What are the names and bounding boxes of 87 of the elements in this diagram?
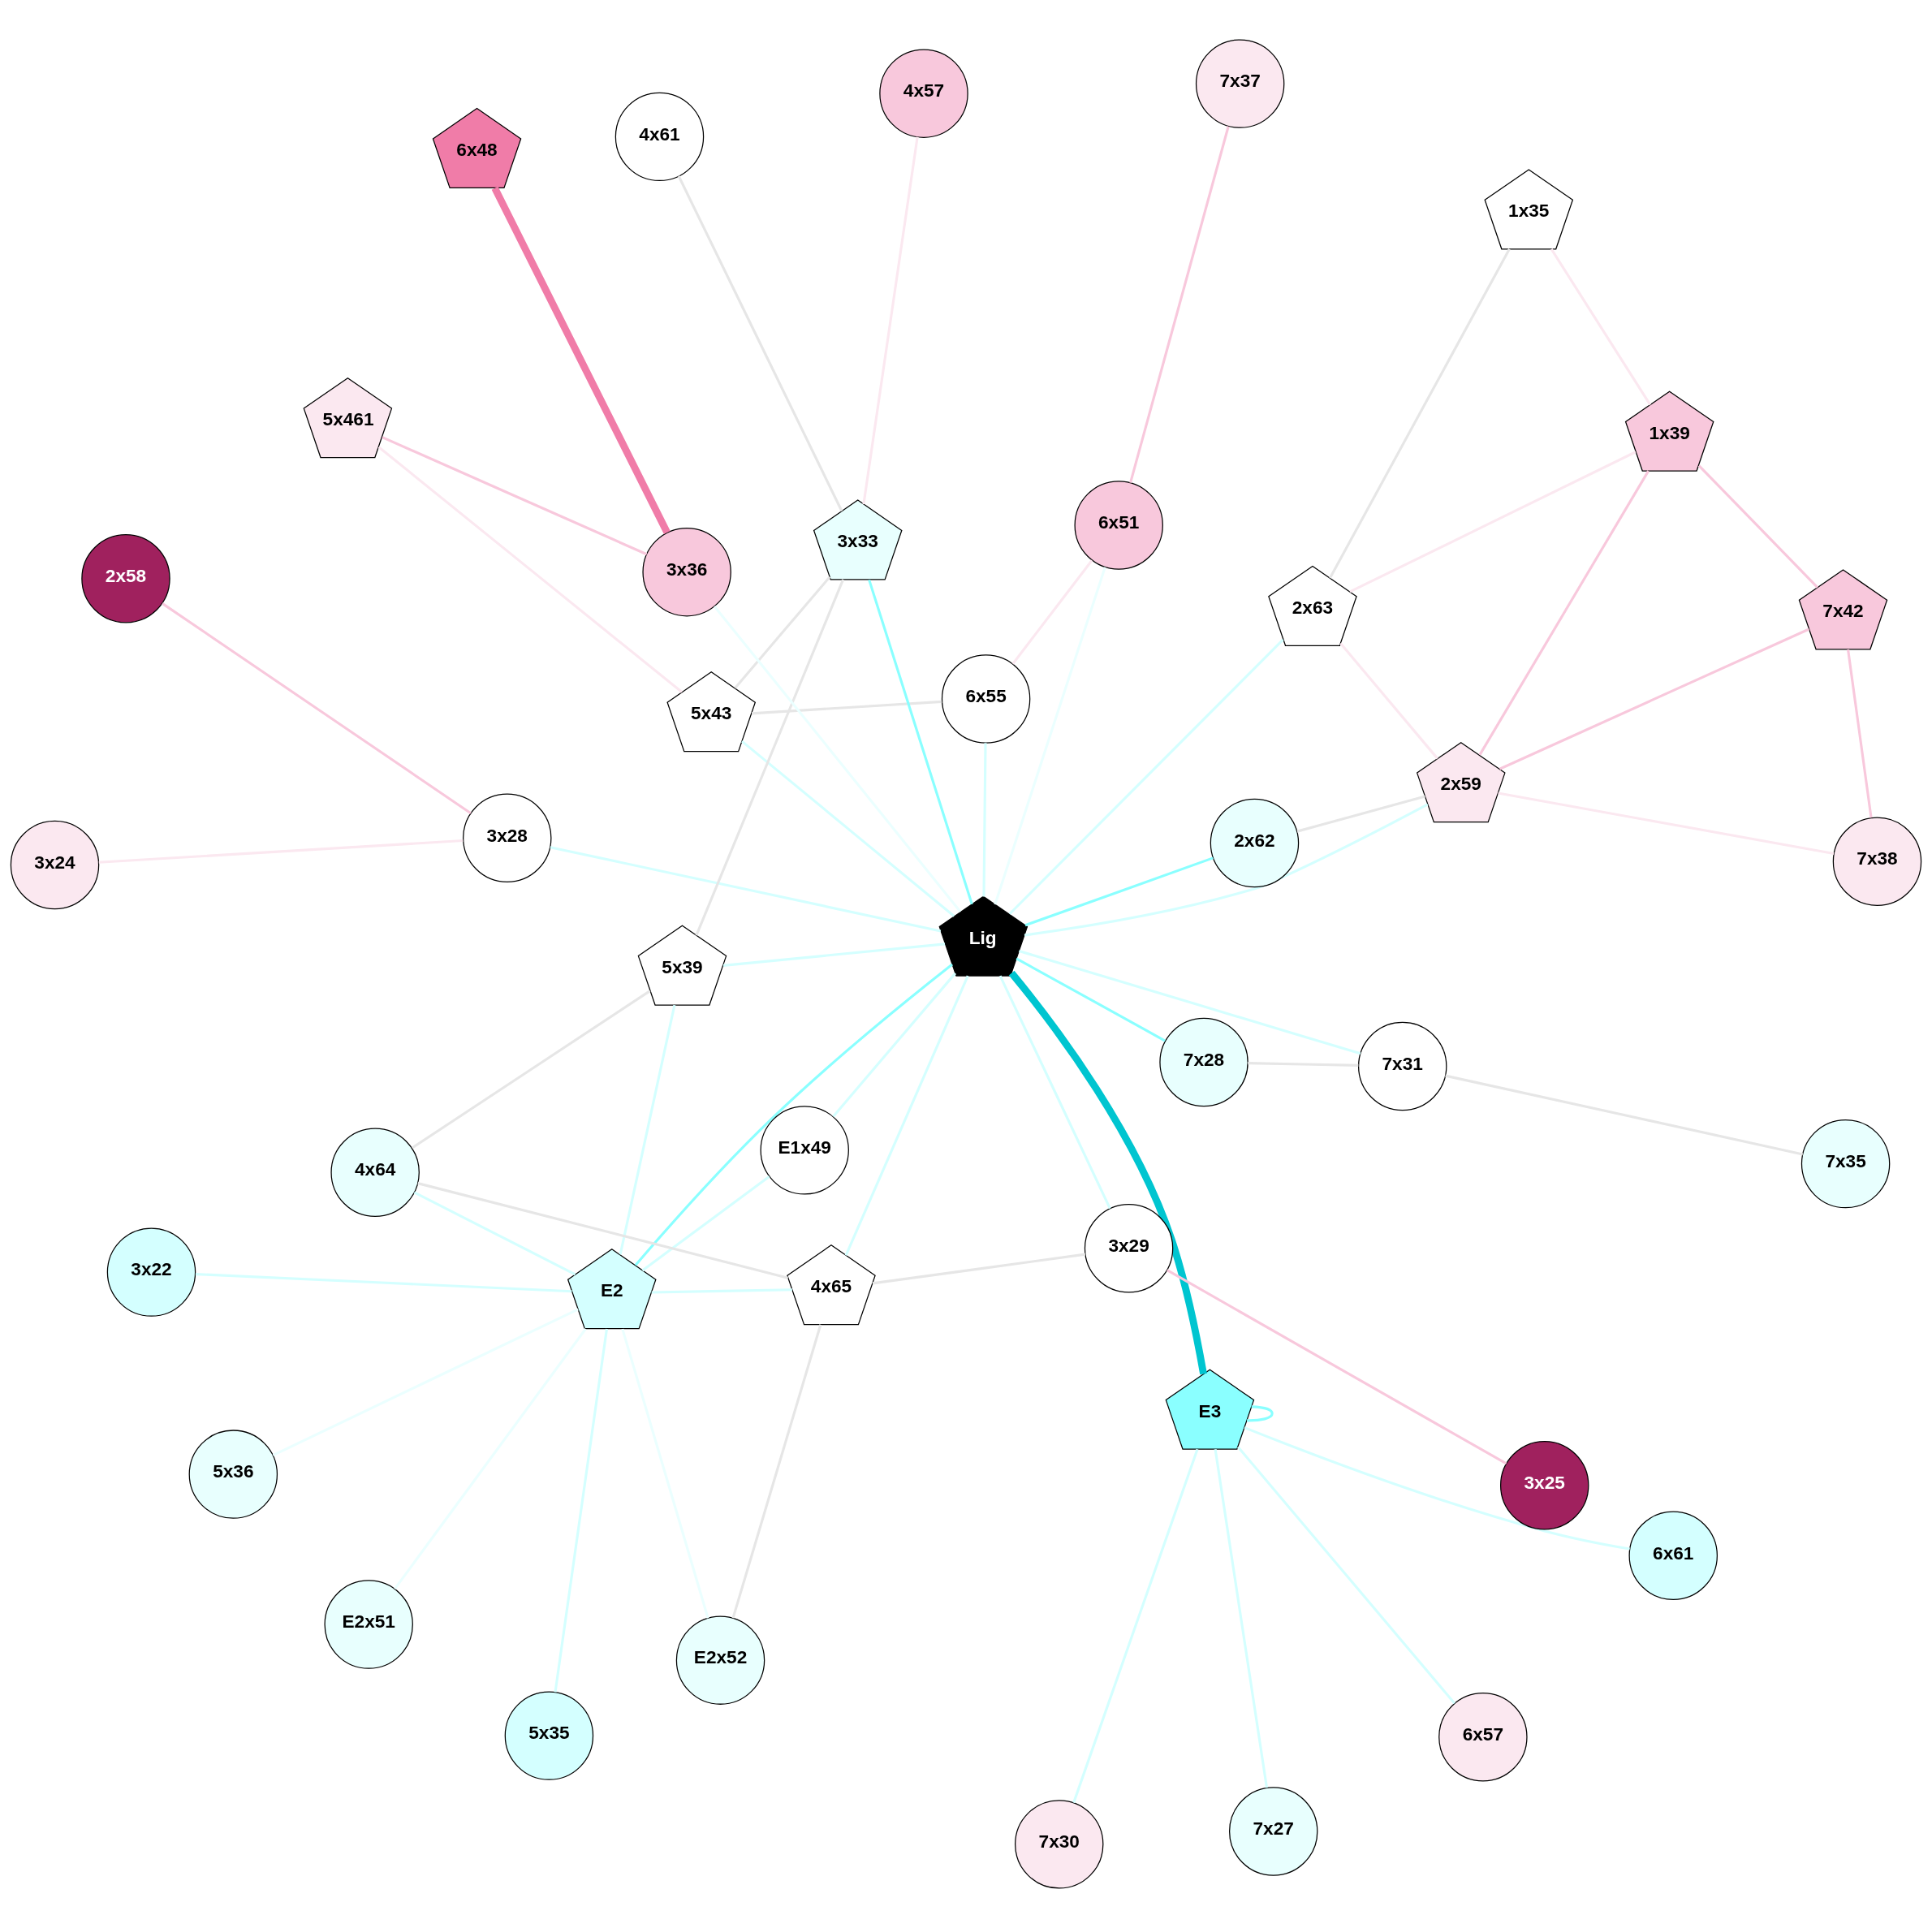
connector: [862, 136, 919, 505]
node-circle: E2x51: [324, 1580, 413, 1669]
node-circle: 6x51: [1074, 481, 1163, 570]
node-circle: 5x36: [188, 1430, 278, 1519]
connector: [1236, 1446, 1455, 1705]
connector: [1024, 803, 1429, 937]
node-circle: 3x28: [463, 793, 552, 882]
connector: [651, 1288, 792, 1294]
node-circle: E2x52: [675, 1615, 765, 1705]
node-circle: 3x25: [1499, 1441, 1589, 1530]
connector: [1498, 791, 1835, 856]
connector: [1214, 1448, 1269, 1788]
node-circle: 7x30: [1015, 1800, 1104, 1889]
connector: [1248, 1062, 1359, 1067]
connector: [1011, 559, 1093, 665]
connector: [382, 436, 648, 556]
node-circle: 3x24: [10, 820, 100, 910]
node-circle: 7x38: [1832, 817, 1922, 906]
node-circle: 2x58: [81, 534, 170, 623]
connector: [413, 1191, 576, 1276]
connector: [1339, 642, 1438, 760]
connector: [195, 1273, 572, 1293]
connector: [550, 846, 942, 933]
node-circle: 6x55: [941, 654, 1031, 744]
connector: [982, 743, 987, 897]
connector: [1296, 795, 1425, 833]
connector: [634, 963, 953, 1266]
connector: [1018, 950, 1361, 1055]
connector: [162, 602, 472, 815]
connector: [1247, 1405, 1274, 1422]
connector: [1550, 248, 1652, 406]
node-circle: 3x36: [642, 527, 731, 617]
node-circle: 4x64: [330, 1128, 420, 1217]
node-circle: 7x37: [1195, 39, 1285, 128]
connector: [731, 1324, 822, 1619]
node-circle: 3x22: [106, 1227, 196, 1317]
connector: [417, 1182, 788, 1279]
connector: [98, 839, 464, 864]
connector: [411, 990, 651, 1149]
node-circle: 4x57: [879, 49, 968, 138]
node-circle: 6x57: [1438, 1693, 1528, 1782]
connector: [554, 1328, 609, 1693]
node-circle: E1x49: [760, 1106, 849, 1195]
node-circle: 7x28: [1159, 1017, 1248, 1107]
connector: [832, 972, 957, 1118]
connector: [1445, 1074, 1804, 1156]
node-circle: 2x62: [1210, 798, 1300, 888]
connector: [1129, 126, 1230, 484]
connector: [998, 975, 1111, 1210]
connector: [272, 1308, 579, 1457]
connector: [1072, 1448, 1199, 1804]
connector: [1329, 248, 1511, 579]
node-circle: 7x35: [1800, 1119, 1891, 1209]
node-circle: 4x61: [615, 92, 705, 182]
node-circle: 7x31: [1357, 1021, 1447, 1111]
connector: [621, 1328, 709, 1619]
connector: [1499, 628, 1810, 770]
connector: [641, 1175, 770, 1272]
node-circle: 7x27: [1228, 1787, 1318, 1876]
connector: [868, 579, 973, 905]
connector: [1349, 451, 1637, 593]
node-circle: 3x29: [1084, 1204, 1174, 1293]
connector: [1008, 970, 1207, 1375]
connector: [1846, 649, 1873, 818]
connector: [1167, 1269, 1507, 1465]
connector: [377, 446, 683, 693]
connector: [695, 579, 845, 936]
connector: [677, 175, 843, 512]
node-circle: 6x61: [1628, 1511, 1718, 1601]
connector: [751, 700, 942, 715]
connector: [1016, 957, 1166, 1042]
connector: [872, 1253, 1086, 1285]
connector: [1697, 464, 1819, 589]
connector: [619, 1004, 676, 1255]
connector: [1024, 856, 1214, 927]
connector: [994, 567, 1106, 905]
connector: [713, 605, 962, 912]
connector: [734, 576, 831, 689]
connector: [1008, 638, 1284, 915]
connector: [741, 740, 955, 917]
connector: [491, 186, 671, 534]
connector: [1244, 1426, 1630, 1551]
connector: [394, 1328, 587, 1590]
connector: [844, 975, 969, 1256]
connector: [722, 942, 946, 967]
node-circle: 5x35: [504, 1691, 594, 1780]
connector: [1478, 470, 1650, 756]
